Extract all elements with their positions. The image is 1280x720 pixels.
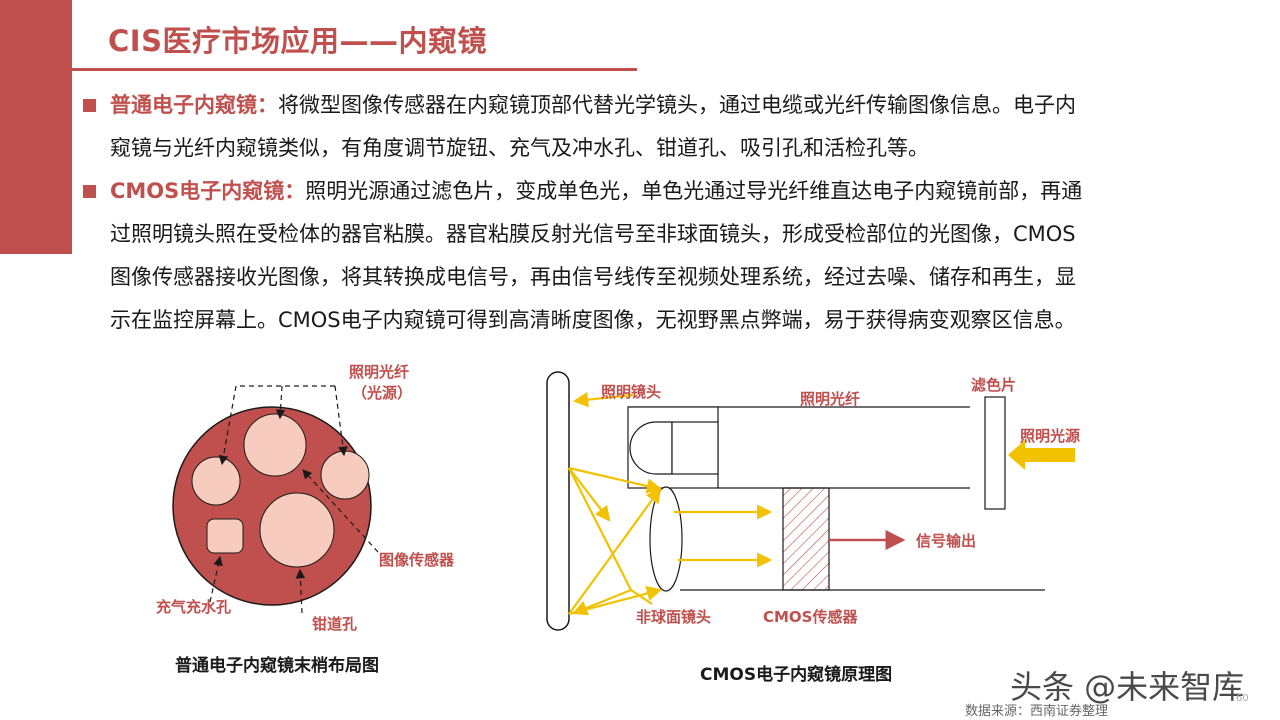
endoscope-tip-diagram: 照明光纤 （光源） 图像传感器 充气充水孔 钳道孔 普通电子内窥镜末梢布局图 <box>156 363 455 676</box>
label-air-water: 充气充水孔 <box>156 598 231 616</box>
page-number: 60 <box>1236 693 1249 704</box>
fiber-hole-right <box>320 450 370 500</box>
label-cmos-sensor: CMOS传感器 <box>763 608 858 626</box>
page-title: CIS医疗市场应用——内窥镜 <box>108 24 487 58</box>
bullet-line: 图像传感器接收光图像，将其转换成电信号，再由信号线传至视频处理系统，经过去噪、储… <box>110 265 1076 289</box>
color-filter <box>984 396 1006 510</box>
bullet-term: 普通电子内窥镜： <box>110 93 278 117</box>
fiber-pointer-right <box>334 385 348 457</box>
bullet-list: 普通电子内窥镜：将微型图像传感器在内窥镜顶部代替光学镜头，通过电缆或光纤传输图像… <box>80 84 1230 342</box>
bullet-line: 普通电子内窥镜：将微型图像传感器在内窥镜顶部代替光学镜头，通过电缆或光纤传输图像… <box>110 93 1076 117</box>
target-organ <box>546 371 570 631</box>
aspheric-lens <box>649 486 683 592</box>
light-rays <box>568 391 773 616</box>
bullet-cmos-endoscope: CMOS电子内窥镜：照明光源通过滤色片，变成单色光，单色光通过导光纤维直达电子内… <box>80 170 1230 342</box>
figure1-caption: 普通电子内窥镜末梢布局图 <box>175 655 379 676</box>
ray <box>568 467 611 522</box>
data-source-note: 数据来源：西南证券整理 <box>965 704 1109 719</box>
label-signal-output: 信号输出 <box>916 532 976 550</box>
label-fiber-source: （光源） <box>352 384 412 402</box>
ray <box>568 467 632 591</box>
label-forceps: 钳道孔 <box>312 615 357 633</box>
label-aspheric-lens: 非球面镜头 <box>636 608 711 626</box>
side-accent-bar <box>0 0 72 254</box>
light-source-arrow <box>1008 440 1075 470</box>
title-divider <box>72 68 637 71</box>
fiber-hole-top <box>243 413 307 477</box>
sensor-pointer <box>302 469 379 553</box>
bullet-square-icon <box>83 99 96 112</box>
bullet-line: 过照明镜头照在受检体的器官粘膜。器官粘膜反射光信号至非球面镜头，形成受检部位的光… <box>110 222 1076 246</box>
label-light-source: 照明光源 <box>1020 427 1080 445</box>
label-fiber: 照明光纤 <box>349 363 409 381</box>
ray <box>568 466 663 494</box>
forceps-channel <box>259 492 335 568</box>
forceps-pointer <box>295 568 306 614</box>
air-water-hole <box>206 518 244 554</box>
ray <box>568 585 663 616</box>
illumination-lens <box>629 421 673 475</box>
bullet-square-icon <box>83 185 96 198</box>
ray-lens-label <box>572 391 634 408</box>
air-water-pointer <box>209 555 223 603</box>
label-color-filter: 滤色片 <box>971 376 1016 394</box>
bullet-line: 示在监控屏幕上。CMOS电子内窥镜可得到高清晰度图像，无视野黑点弊端，易于获得病… <box>110 308 1076 332</box>
label-illumination-lens: 照明镜头 <box>601 383 661 401</box>
figure2-caption: CMOS电子内窥镜原理图 <box>700 664 892 685</box>
fiber-hole-left <box>191 456 241 506</box>
ray <box>568 487 662 615</box>
lens-barrel <box>671 421 719 475</box>
cmos-sensor <box>782 487 830 591</box>
bullet-line: CMOS电子内窥镜：照明光源通过滤色片，变成单色光，单色光通过导光纤维直达电子内… <box>110 179 1083 203</box>
bullet-line: 窥镜与光纤内窥镜类似，有角度调节旋钮、充气及冲水孔、钳道孔、吸引孔和活检孔等。 <box>110 136 929 160</box>
ray <box>630 589 653 605</box>
cmos-endoscope-diagram: 照明镜头 照明光纤 滤色片 照明光源 信号输出 非球面镜头 CMOS传感器 CM… <box>546 371 1080 685</box>
watermark: 头条 @未来智库 <box>1010 668 1245 706</box>
label-illumination-fiber: 照明光纤 <box>800 390 860 408</box>
label-image-sensor: 图像传感器 <box>379 551 455 569</box>
fiber-pointer-left <box>218 385 335 466</box>
bullet-normal-endoscope: 普通电子内窥镜：将微型图像传感器在内窥镜顶部代替光学镜头，通过电缆或光纤传输图像… <box>80 84 1230 170</box>
bullet-term: CMOS电子内窥镜： <box>110 179 306 203</box>
